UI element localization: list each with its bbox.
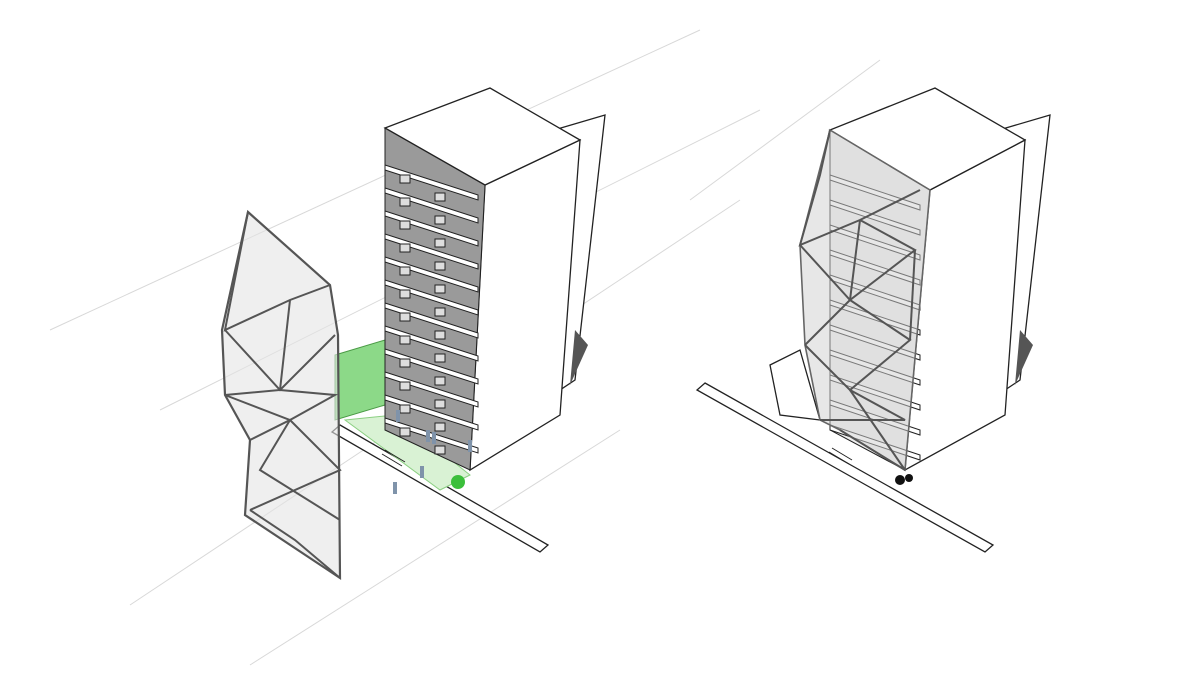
roof xyxy=(383,87,582,186)
furniture xyxy=(399,266,411,276)
building-left xyxy=(220,87,606,581)
furniture xyxy=(434,353,446,363)
floor-slabs xyxy=(384,164,479,455)
furniture xyxy=(399,427,411,437)
floor-slab xyxy=(384,256,479,293)
floor-slab xyxy=(384,417,479,454)
furniture xyxy=(434,422,446,432)
tree xyxy=(895,475,905,485)
steps xyxy=(828,447,853,465)
courtyard-floor xyxy=(343,414,471,491)
furniture xyxy=(399,243,411,253)
furniture xyxy=(434,215,446,225)
floor-slab xyxy=(384,325,479,362)
furniture xyxy=(399,312,411,322)
furniture xyxy=(434,445,446,455)
floor-slab xyxy=(384,302,479,339)
building-right xyxy=(695,87,1051,553)
shadow xyxy=(570,330,588,385)
street-right xyxy=(695,382,995,553)
people xyxy=(393,410,472,494)
furniture xyxy=(434,399,446,409)
glass-facade-detached xyxy=(220,209,342,581)
furniture xyxy=(399,335,411,345)
furniture xyxy=(434,192,446,202)
furniture xyxy=(399,358,411,368)
floor-slab xyxy=(384,279,479,316)
furniture xyxy=(399,220,411,230)
furniture xyxy=(434,238,446,248)
floor-slab xyxy=(384,164,479,201)
facade-triangulation xyxy=(798,129,921,471)
furniture xyxy=(399,381,411,391)
furniture xyxy=(399,404,411,414)
floor-slab xyxy=(384,187,479,224)
floor-slab xyxy=(384,371,479,408)
furniture xyxy=(434,376,446,386)
green-wall xyxy=(334,339,386,421)
floor-slab xyxy=(384,394,479,431)
tree xyxy=(451,475,465,489)
furniture xyxy=(399,174,411,184)
furniture xyxy=(434,330,446,340)
floor-slab xyxy=(384,348,479,385)
floor-slab xyxy=(384,233,479,270)
shadow xyxy=(1015,330,1033,385)
facade-triangulation xyxy=(223,211,342,579)
furniture xyxy=(434,261,446,271)
steps xyxy=(381,449,406,467)
floor-slab xyxy=(384,210,479,247)
furniture xyxy=(399,289,411,299)
furniture xyxy=(434,284,446,294)
glass-facade-attached xyxy=(799,128,931,472)
furniture xyxy=(399,197,411,207)
furniture xyxy=(434,307,446,317)
tower-right-face xyxy=(469,138,581,472)
